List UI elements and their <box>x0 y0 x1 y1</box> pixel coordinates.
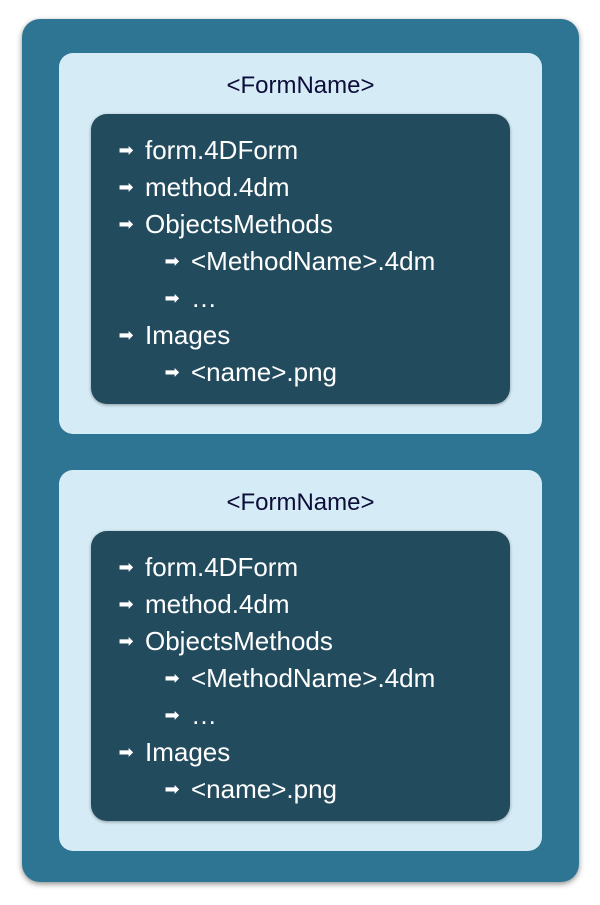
tree-item-form-4dform: ➡ form.4DForm <box>115 549 298 586</box>
arrow-right-icon: ➡ <box>118 631 134 651</box>
form-folder-contents: ➡ form.4DForm ➡ method.4dm ➡ ObjectsMeth… <box>91 531 510 821</box>
arrow-right-icon: ➡ <box>118 177 134 197</box>
tree-item-images: ➡ Images <box>115 317 230 354</box>
tree-item-label: method.4dm <box>145 589 290 619</box>
tree-item-objects-methods: ➡ ObjectsMethods <box>115 206 333 243</box>
arrow-right-icon: ➡ <box>164 251 180 271</box>
tree-item-name-png: ➡ <name>.png <box>161 771 337 808</box>
tree-item-method-4dm: ➡ method.4dm <box>115 586 290 623</box>
outer-container: <FormName> ➡ form.4DForm ➡ method.4dm ➡ … <box>22 19 579 882</box>
form-folder-panel: <FormName> ➡ form.4DForm ➡ method.4dm ➡ … <box>59 53 542 434</box>
tree-item-label: ObjectsMethods <box>145 626 333 656</box>
tree-item-method-4dm: ➡ method.4dm <box>115 169 290 206</box>
tree-item-ellipsis: ➡ … <box>161 697 217 734</box>
arrow-right-icon: ➡ <box>118 742 134 762</box>
tree-item-method-name-4dm: ➡ <MethodName>.4dm <box>161 660 435 697</box>
arrow-right-icon: ➡ <box>164 779 180 799</box>
tree-item-label: ObjectsMethods <box>145 209 333 239</box>
tree-item-label: <name>.png <box>191 357 338 387</box>
form-folder-contents: ➡ form.4DForm ➡ method.4dm ➡ ObjectsMeth… <box>91 114 510 404</box>
tree-item-name-png: ➡ <name>.png <box>161 354 337 391</box>
tree-item-label: method.4dm <box>145 172 290 202</box>
tree-item-label: … <box>191 283 217 313</box>
form-folder-panel: <FormName> ➡ form.4DForm ➡ method.4dm ➡ … <box>59 470 542 851</box>
arrow-right-icon: ➡ <box>118 557 134 577</box>
arrow-right-icon: ➡ <box>164 668 180 688</box>
arrow-right-icon: ➡ <box>164 288 180 308</box>
arrow-right-icon: ➡ <box>118 594 134 614</box>
form-folder-title: <FormName> <box>226 489 375 516</box>
tree-item-label: Images <box>145 320 231 350</box>
arrow-right-icon: ➡ <box>118 140 134 160</box>
arrow-right-icon: ➡ <box>164 362 180 382</box>
tree-item-objects-methods: ➡ ObjectsMethods <box>115 623 333 660</box>
arrow-right-icon: ➡ <box>118 214 134 234</box>
tree-item-label: form.4DForm <box>145 135 299 165</box>
tree-item-form-4dform: ➡ form.4DForm <box>115 132 298 169</box>
tree-item-label: … <box>191 700 217 730</box>
arrow-right-icon: ➡ <box>164 705 180 725</box>
arrow-right-icon: ➡ <box>118 325 134 345</box>
form-folder-title: <FormName> <box>226 72 375 99</box>
tree-item-label: form.4DForm <box>145 552 299 582</box>
tree-item-label: Images <box>145 737 231 767</box>
tree-item-label: <MethodName>.4dm <box>191 663 436 693</box>
tree-item-label: <MethodName>.4dm <box>191 246 436 276</box>
tree-item-method-name-4dm: ➡ <MethodName>.4dm <box>161 243 435 280</box>
tree-item-ellipsis: ➡ … <box>161 280 217 317</box>
tree-item-images: ➡ Images <box>115 734 230 771</box>
tree-item-label: <name>.png <box>191 774 338 804</box>
